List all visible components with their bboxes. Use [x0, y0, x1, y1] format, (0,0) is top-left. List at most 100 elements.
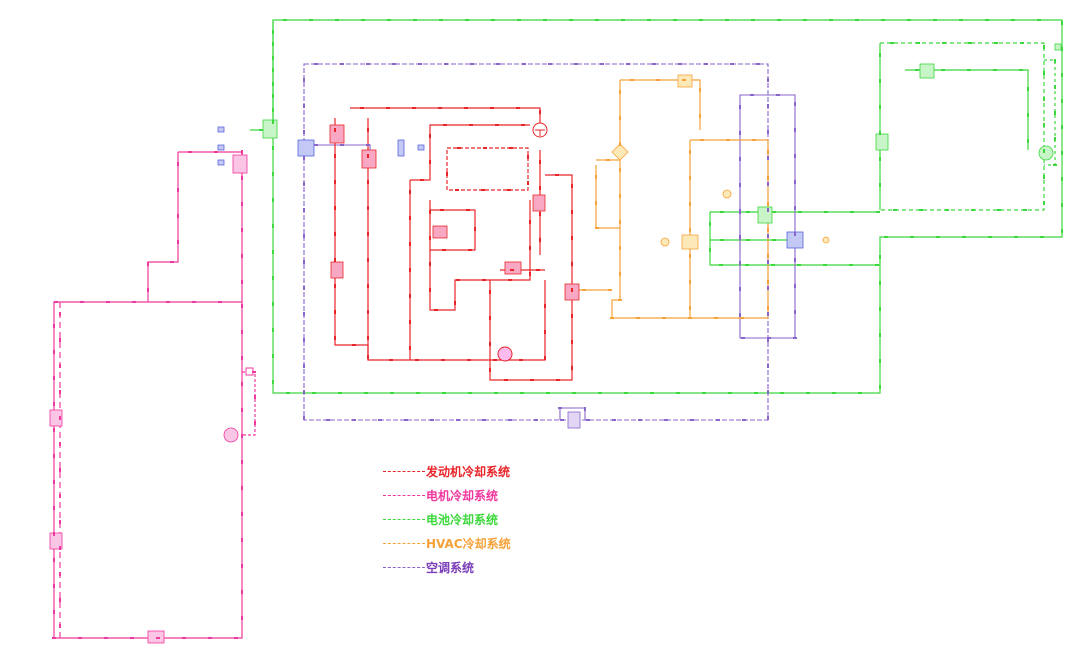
- pipe-marker: [303, 104, 305, 108]
- pipe-marker: [474, 227, 476, 231]
- pipe-marker: [309, 19, 313, 21]
- pipe-marker: [504, 379, 508, 381]
- pipe-marker: [1019, 69, 1023, 71]
- pipe-marker: [409, 216, 411, 220]
- pipe-marker: [1061, 229, 1063, 233]
- pipe-marker: [177, 188, 179, 192]
- pipe-marker: [456, 279, 460, 281]
- pipe-marker: [1011, 19, 1015, 21]
- pipe-marker: [879, 183, 881, 187]
- pipe-marker: [728, 392, 732, 395]
- pipe-marker: [434, 309, 438, 311]
- pipe-marker: [252, 371, 256, 373]
- pipe-marker: [539, 238, 541, 242]
- pipe-marker: [767, 390, 769, 394]
- pipe-marker: [367, 355, 369, 359]
- pipe-marker: [571, 314, 573, 318]
- pipe-marker: [584, 407, 586, 411]
- legend-line-engine: [383, 470, 425, 472]
- pipe-marker: [739, 105, 741, 109]
- pipe-marker: [364, 392, 368, 394]
- pipe-marker: [466, 209, 470, 211]
- pipe-marker: [676, 392, 680, 395]
- pipe-marker: [1023, 209, 1027, 212]
- pipe-marker: [1020, 42, 1024, 44]
- pipe-marker: [409, 346, 411, 350]
- pipe-marker: [806, 392, 810, 395]
- pipe-marker: [468, 249, 472, 251]
- inlet-port-3: [217, 159, 225, 166]
- pipe-marker: [600, 63, 604, 65]
- pipe-marker: [582, 289, 586, 291]
- pipe-marker: [595, 227, 599, 229]
- pipe-marker: [338, 392, 342, 394]
- pipe-marker: [241, 280, 243, 284]
- pipe-marker: [985, 19, 989, 21]
- pipe-marker: [608, 289, 612, 291]
- legend-item-motor: 电机冷却系统: [383, 483, 511, 507]
- pipe-marker: [156, 637, 160, 639]
- pipe-marker: [418, 63, 422, 65]
- pipe-marker: [442, 249, 446, 251]
- pipe-marker: [720, 211, 724, 213]
- pipe-marker: [1027, 87, 1029, 91]
- pipe-marker: [619, 272, 621, 276]
- pipe-marker: [508, 419, 512, 422]
- pipe-marker: [690, 419, 694, 422]
- pipe-marker: [793, 337, 797, 339]
- pipe-marker: [739, 261, 741, 265]
- pipe-marker: [824, 211, 828, 213]
- pipe-marker: [283, 19, 287, 21]
- inlet-port-1: [217, 126, 225, 133]
- pipe-marker: [539, 212, 541, 216]
- pipe-marker: [272, 380, 275, 384]
- pipe-marker: [489, 316, 491, 320]
- hvac-heater: [681, 234, 699, 250]
- engine-heat-exchanger-3: [504, 261, 522, 275]
- pipe-marker: [53, 584, 56, 588]
- outlet-port: [417, 144, 425, 151]
- pipe-marker: [1061, 151, 1063, 155]
- pipe-marker: [303, 234, 305, 238]
- pipe-marker: [682, 79, 686, 81]
- pipe-marker: [1027, 139, 1029, 143]
- pipe-marker: [340, 63, 344, 65]
- motor-cooling-loop: [53, 151, 256, 639]
- pipe-marker: [429, 134, 431, 138]
- pipe-marker: [429, 236, 431, 240]
- pipe-marker: [352, 419, 356, 421]
- legend-label-motor: 电机冷却系统: [426, 488, 499, 503]
- hvac-pump: [660, 237, 670, 247]
- pipe-marker: [767, 338, 769, 342]
- pipe-marker: [367, 336, 369, 340]
- pipe-marker: [53, 480, 56, 484]
- pipe-marker: [794, 102, 796, 106]
- pipe-marker: [352, 344, 356, 346]
- pipe-marker: [1061, 125, 1063, 129]
- pipe-marker: [334, 128, 336, 132]
- pipe-marker: [53, 350, 56, 354]
- motor-pump: [223, 427, 239, 443]
- pipe-marker: [241, 254, 243, 258]
- pipe-marker: [942, 42, 946, 44]
- pipe-marker: [829, 19, 833, 21]
- pipe-marker: [444, 63, 448, 65]
- pipe-marker: [739, 287, 741, 291]
- battery-radiator: [262, 119, 278, 139]
- legend-item-hvac: HVAC冷却系统: [383, 531, 511, 555]
- pipe-marker: [875, 264, 879, 266]
- pipe-marker: [53, 532, 56, 536]
- pipe-marker: [218, 301, 222, 303]
- pipe-marker: [993, 69, 997, 71]
- legend-line-hvac: [383, 542, 425, 544]
- pipe-marker: [771, 264, 775, 266]
- pipe-marker: [534, 419, 538, 422]
- pipe-marker: [624, 392, 628, 395]
- pipe-marker: [429, 288, 431, 292]
- pipe-marker: [767, 176, 769, 180]
- pipe-marker: [303, 364, 305, 368]
- pipe-marker: [366, 63, 370, 65]
- pipe-marker: [606, 159, 610, 161]
- pipe-marker: [879, 385, 881, 389]
- pipe-marker: [997, 209, 1001, 212]
